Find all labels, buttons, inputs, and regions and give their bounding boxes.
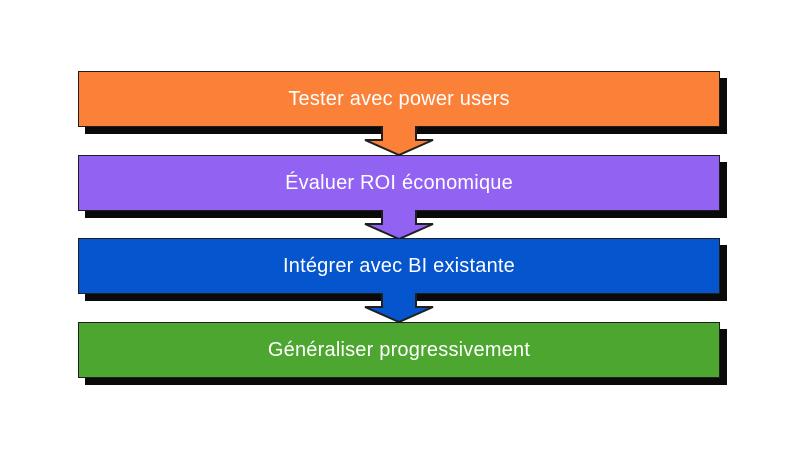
step-bar: Évaluer ROI économique	[78, 155, 720, 211]
down-arrow-icon	[364, 126, 434, 156]
step-bar: Tester avec power users	[78, 71, 720, 127]
step-label: Intégrer avec BI existante	[283, 254, 515, 277]
down-arrow-icon	[364, 210, 434, 240]
step-bar: Intégrer avec BI existante	[78, 238, 720, 294]
down-arrow-icon	[364, 293, 434, 323]
step-label: Généraliser progressivement	[267, 338, 531, 361]
step-label: Tester avec power users	[288, 87, 510, 110]
step-bar: Généraliser progressivement	[78, 322, 720, 378]
step-label: Évaluer ROI économique	[285, 171, 513, 194]
